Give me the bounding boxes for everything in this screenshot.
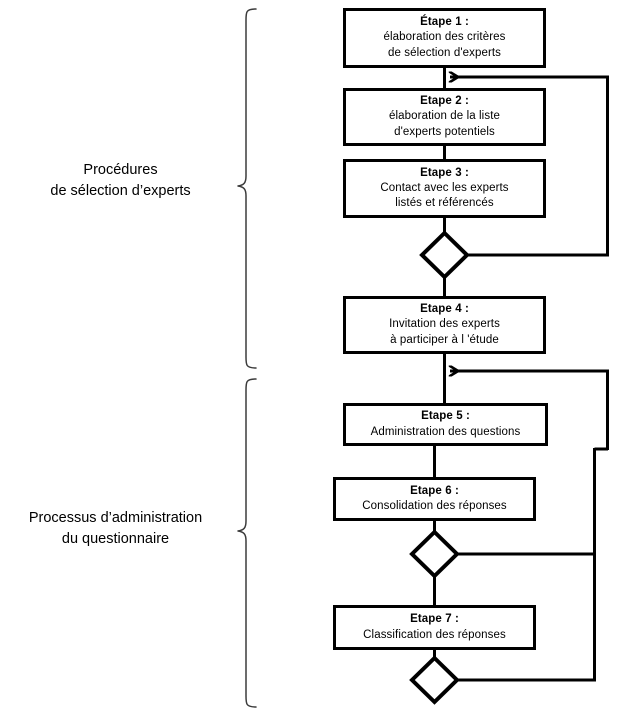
node-etape-1[interactable]: Étape 1 : élaboration des critères de sé…	[343, 8, 546, 68]
node-etape-2-line-2: d'experts potentiels	[394, 125, 495, 138]
node-etape-3-title: Etape 3 :	[420, 166, 469, 179]
group-label-selection: Procédures de sélection d’experts	[50, 162, 191, 199]
node-etape-4[interactable]: Etape 4 : Invitation des experts à parti…	[343, 296, 546, 354]
node-etape-6-title: Etape 6 :	[410, 484, 459, 497]
node-etape-5[interactable]: Etape 5 : Administration des questions	[343, 403, 548, 446]
brace-group-selection	[237, 8, 257, 369]
node-etape-3[interactable]: Etape 3 : Contact avec les experts listé…	[343, 159, 546, 218]
decision-after-etape-6	[409, 529, 460, 579]
node-etape-4-line-2: à participer à l 'étude	[390, 333, 499, 346]
group-label-administration: Processus d’administration du questionna…	[28, 510, 203, 547]
node-etape-3-line-1: Contact avec les experts	[380, 181, 509, 194]
node-etape-1-line-2: de sélection d'experts	[387, 46, 502, 59]
feedback-loop-decision3-to-etape5	[457, 448, 596, 682]
node-etape-4-line-1: Invitation des experts	[389, 318, 500, 331]
brace-group-administration	[237, 378, 257, 708]
node-etape-6-line-1: Consolidation des réponses	[362, 500, 507, 512]
feedback-loop-rail-to-etape5	[450, 371, 609, 450]
node-etape-7-title: Etape 7 :	[410, 613, 459, 626]
node-etape-7[interactable]: Etape 7 : Classification des réponses	[333, 605, 536, 650]
node-etape-4-title: Etape 4 :	[420, 303, 469, 316]
node-etape-2-title: Etape 2 :	[420, 95, 469, 108]
node-etape-2-line-1: élaboration de la liste	[389, 110, 500, 123]
node-etape-5-line-1: Administration des questions	[370, 425, 521, 438]
node-etape-3-line-2: listés et référencés	[395, 197, 494, 210]
node-etape-1-title: Étape 1 :	[420, 16, 469, 29]
node-etape-6[interactable]: Etape 6 : Consolidation des réponses	[333, 477, 536, 521]
node-etape-7-line-1: Classification des réponses	[363, 628, 506, 641]
decision-after-etape-3	[419, 230, 470, 280]
decision-after-etape-7	[409, 655, 460, 705]
feedback-loop-decision1-to-etape2	[450, 77, 609, 257]
node-etape-2[interactable]: Etape 2 : élaboration de la liste d'expe…	[343, 88, 546, 146]
node-etape-1-line-1: élaboration des critères	[383, 31, 506, 44]
node-etape-5-title: Etape 5 :	[421, 410, 470, 423]
